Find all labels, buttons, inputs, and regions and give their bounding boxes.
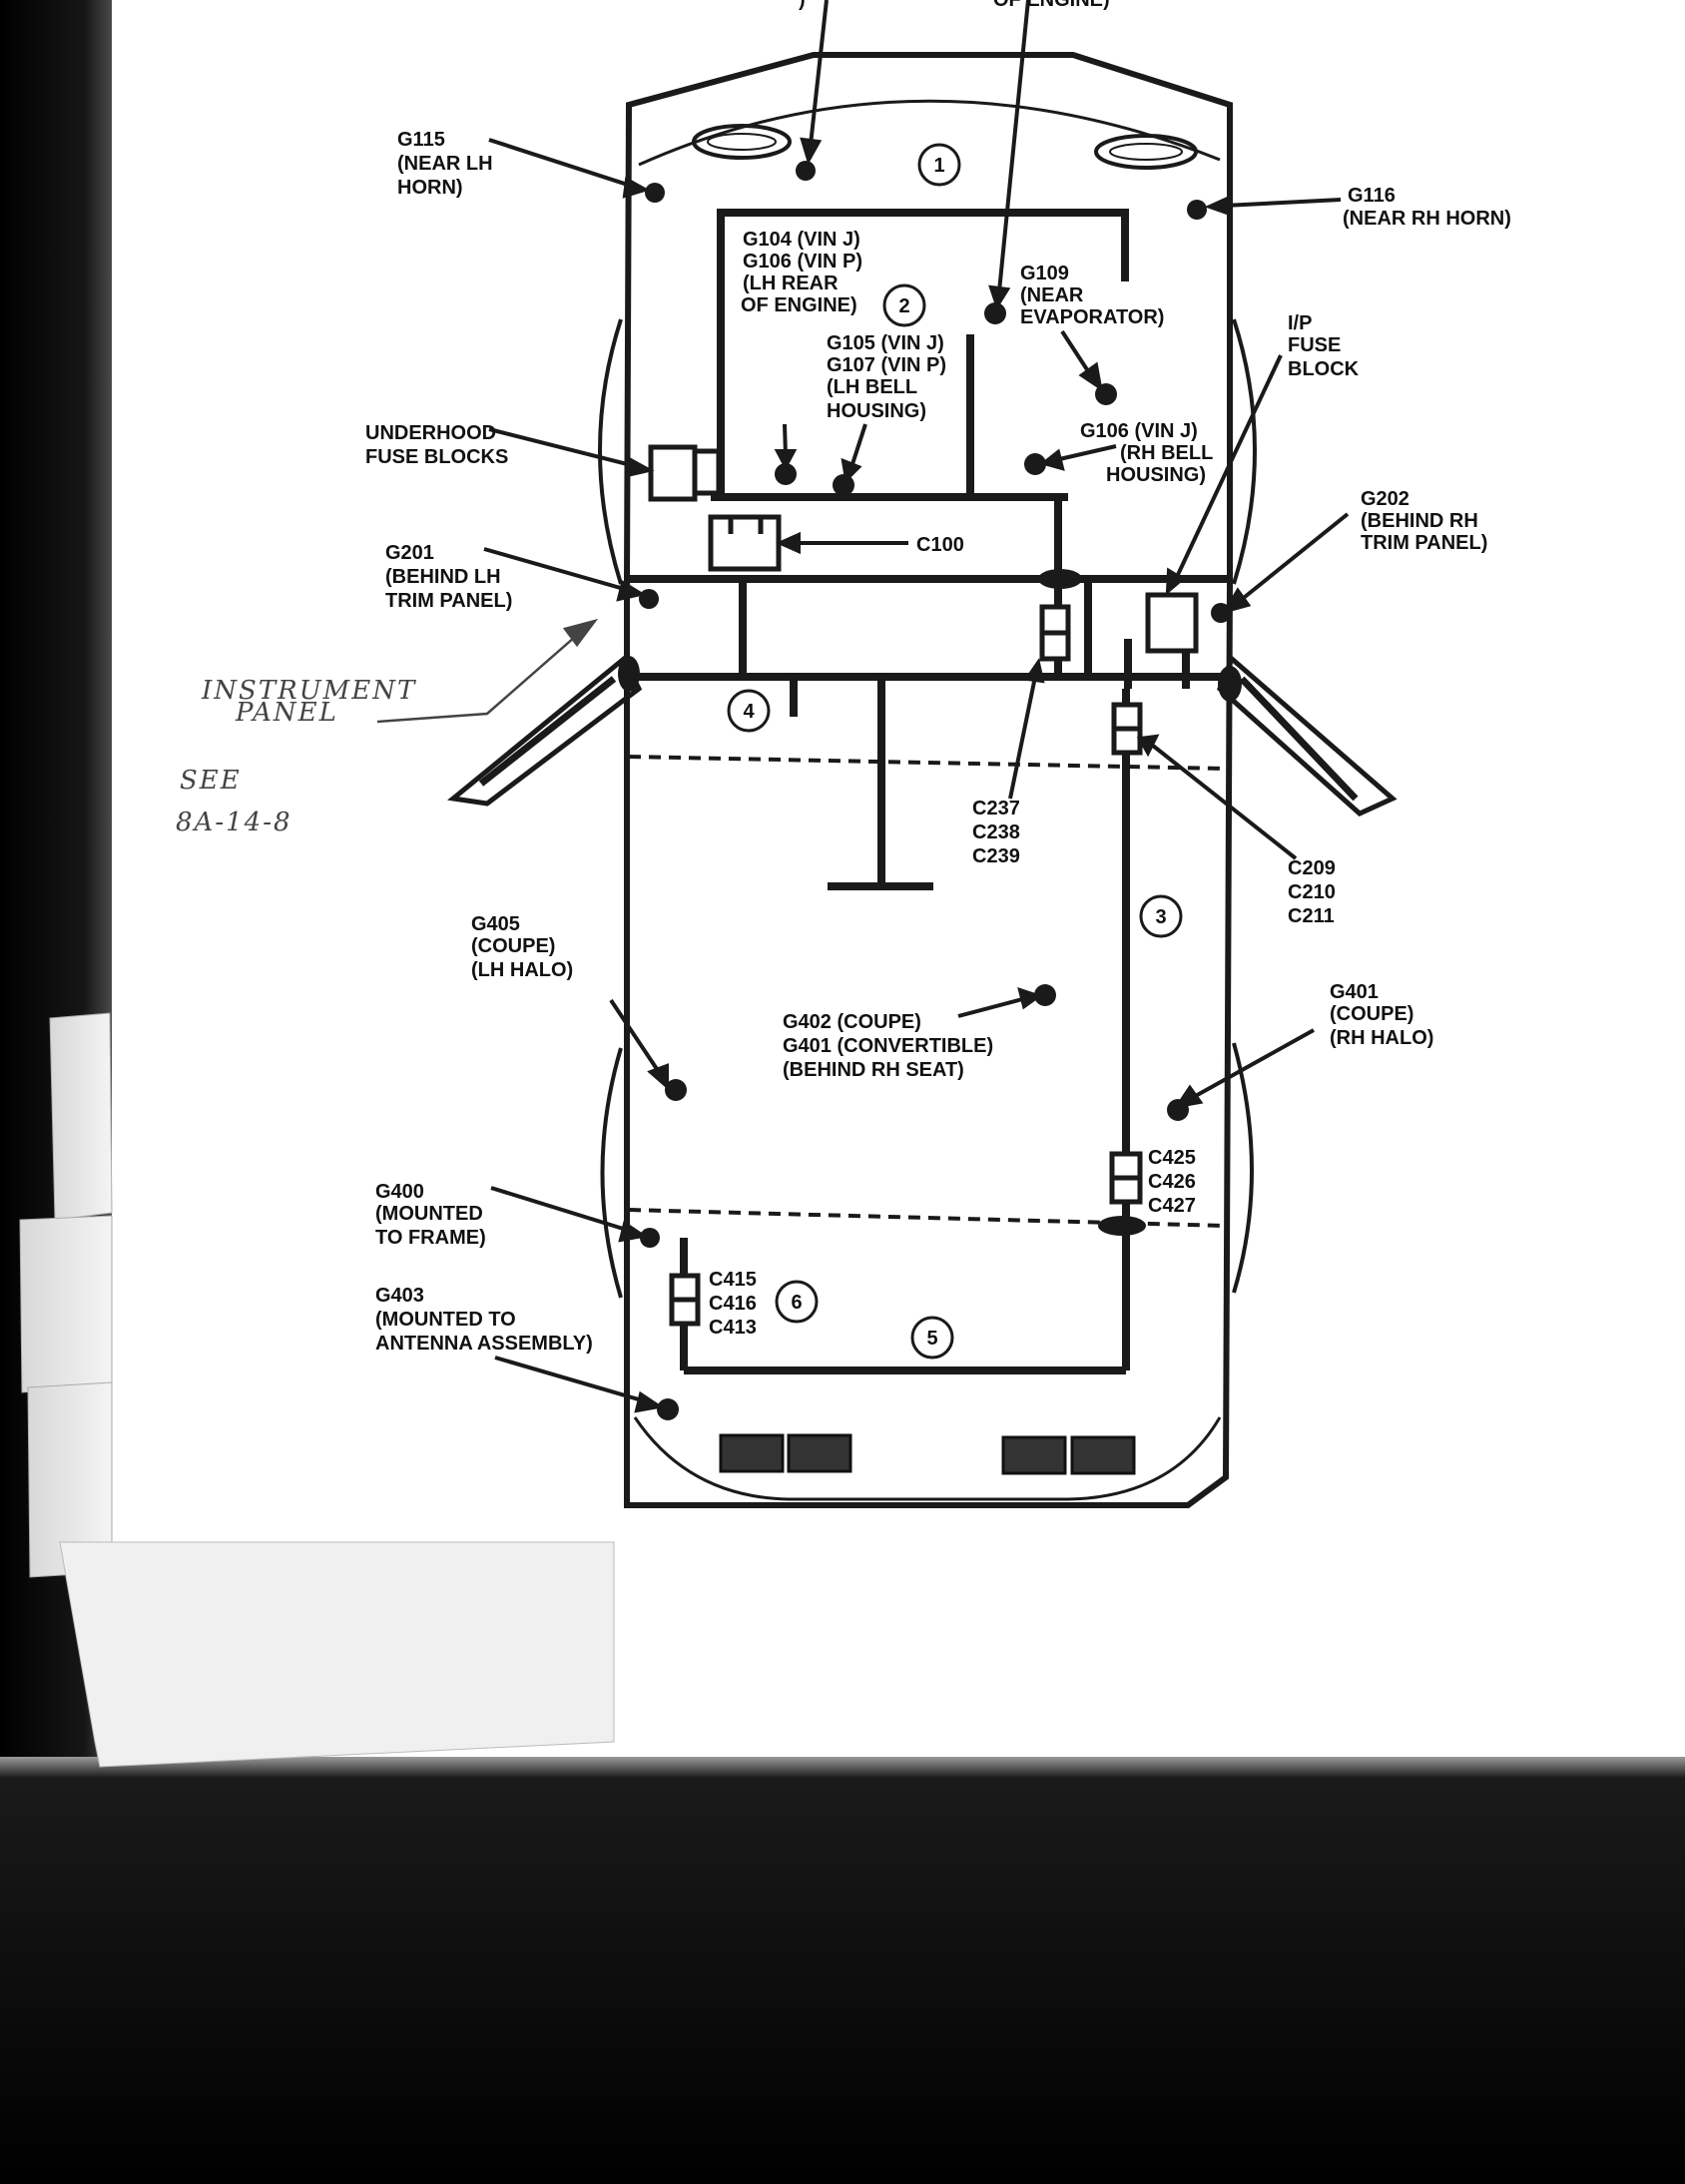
handwritten-note: INSTRUMENT PANEL	[201, 676, 427, 728]
circled-number-rings	[727, 143, 1183, 1360]
component-boxes	[648, 444, 1199, 1327]
handwritten-arrow	[376, 618, 599, 724]
g201-dot	[639, 589, 659, 609]
label-g405: G405 (COUPE) (LH HALO)	[471, 913, 573, 981]
paper-tabs	[19, 1012, 615, 1768]
label-g400: G400 (MOUNTED TO FRAME)	[375, 1181, 488, 1249]
label-g201: G201 (BEHIND LH TRIM PANEL)	[385, 542, 512, 612]
label-c237-group: C237 C238 C239	[972, 798, 1025, 867]
tail-lamps	[719, 1433, 1136, 1475]
splice-dash	[1038, 569, 1082, 589]
c100-connector	[708, 514, 782, 572]
label-g403: G403 (MOUNTED TO ANTENNA ASSEMBLY)	[375, 1285, 593, 1355]
c415-connector-a	[669, 1273, 701, 1303]
circle-number-3: 3	[1155, 906, 1166, 928]
leader-arrows	[483, 0, 1350, 1413]
bottom-scan-shadow	[0, 1757, 1685, 2184]
label-c100: C100	[916, 534, 964, 556]
top-right-fragment: OF ENGINE)	[993, 0, 1110, 11]
circle-number-5: 5	[926, 1328, 937, 1350]
label-g115: G115 (NEAR LH HORN)	[397, 129, 498, 199]
circle-number-1: 1	[933, 155, 944, 177]
g105-dot	[833, 474, 854, 496]
c237-connector-b	[1039, 630, 1071, 662]
ip-fuse-block	[1145, 592, 1199, 654]
label-underhood-fuse-blocks: UNDERHOOD FUSE BLOCKS	[365, 422, 508, 468]
underhood-fuse-block-a	[648, 444, 698, 502]
c237-connector-a	[1039, 604, 1071, 636]
circle-number-2: 2	[898, 295, 909, 317]
label-g202: G202 (BEHIND RH TRIM PANEL)	[1361, 488, 1487, 554]
g115-dot	[645, 183, 665, 203]
g400-dot	[640, 1228, 660, 1248]
underhood-fuse-block-b	[692, 448, 722, 496]
top-left-fragment: )	[799, 0, 806, 11]
handwritten-see: SEE 8A-14-8	[176, 766, 292, 837]
g116-dot	[1187, 200, 1207, 220]
label-c415-group: C415 C416 C413	[709, 1269, 762, 1339]
g109-dot	[984, 302, 1006, 324]
label-g402: G402 (COUPE) G401 (CONVERTIBLE) (BEHIND …	[783, 1011, 999, 1081]
label-c425-group: C425 C426 C427	[1148, 1147, 1201, 1217]
label-g401: G401 (COUPE) (RH HALO)	[1330, 981, 1433, 1049]
label-g105: G105 (VIN J) G107 (VIN P) (LH BELL HOUSI…	[827, 332, 952, 422]
c209-connector-a	[1111, 702, 1143, 732]
label-ip-fuse-block: I/P FUSE BLOCK	[1288, 312, 1360, 380]
c415-connector-b	[669, 1297, 701, 1327]
g402-dot	[1034, 984, 1056, 1006]
label-g104: G104 (VIN J) G106 (VIN P) (LH REAR OF EN…	[741, 229, 868, 316]
g104-dot	[775, 463, 797, 485]
top-center-dot	[796, 161, 816, 181]
c425-connector-b	[1109, 1175, 1143, 1205]
label-c209-group: C209 C210 C211	[1288, 857, 1341, 927]
c209-connector-b	[1111, 726, 1143, 756]
doors	[447, 654, 1398, 817]
g405-dot	[665, 1079, 687, 1101]
g106rh-dot	[1024, 453, 1046, 475]
headlamps	[692, 124, 1198, 170]
label-g106-rh: G106 (VIN J) (RH BELL HOUSING)	[1080, 420, 1219, 486]
label-g109: G109 (NEAR EVAPORATOR)	[1020, 263, 1164, 328]
circle-number-4: 4	[743, 701, 755, 723]
label-g116: G116 (NEAR RH HORN)	[1343, 185, 1511, 230]
c425-connector-a	[1109, 1151, 1143, 1181]
splice-rear	[1098, 1216, 1146, 1236]
circle-number-6: 6	[791, 1292, 802, 1314]
g403-dot	[657, 1398, 679, 1420]
vehicle-outline	[598, 52, 1257, 1508]
harness-lines	[629, 209, 1230, 1374]
